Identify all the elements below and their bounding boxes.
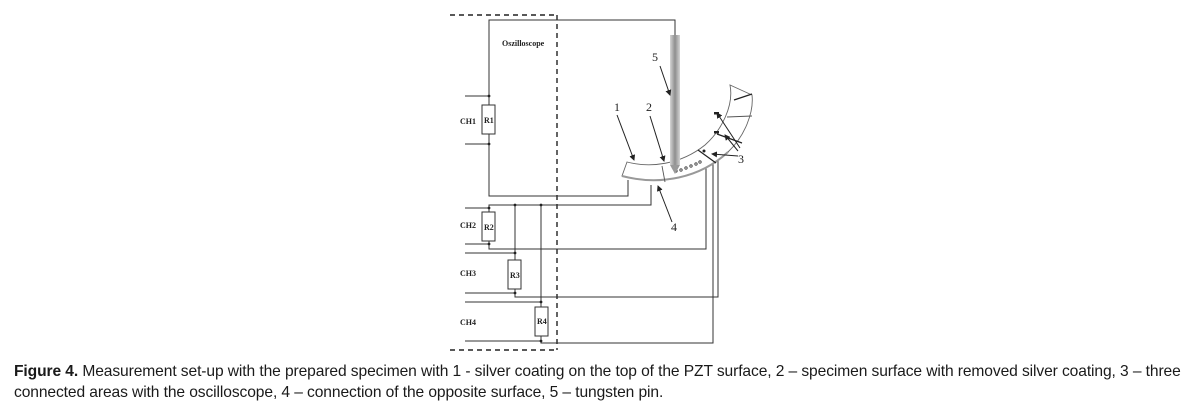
callout-3: 3 [738, 152, 744, 166]
callout-4: 4 [671, 220, 677, 234]
channel-label-ch4: CH4 [460, 318, 476, 327]
figure-label: Figure 4. [14, 363, 79, 380]
figure-caption: Figure 4. Measurement set-up with the pr… [14, 361, 1189, 403]
circuit-wires [465, 19, 719, 344]
oscilloscope-label: Oszilloscope [502, 39, 545, 48]
svg-text:R4: R4 [537, 317, 547, 326]
oscilloscope-boundary [450, 14, 558, 351]
channel-label-ch2: CH2 [460, 221, 476, 230]
resistor-r2: R2 [481, 211, 496, 242]
channel-label-ch3: CH3 [460, 269, 476, 278]
callout-2: 2 [646, 100, 652, 114]
callout-5: 5 [652, 50, 658, 64]
tungsten-pin [670, 35, 680, 165]
caption-text: Measurement set-up with the prepared spe… [14, 363, 1181, 401]
measurement-setup-diagram: Oszilloscope R1 R2 R3 [450, 14, 753, 351]
tungsten-pin-tip [670, 165, 680, 174]
svg-text:R1: R1 [484, 116, 494, 125]
resistor-r1: R1 [481, 104, 496, 135]
svg-text:R3: R3 [510, 271, 520, 280]
callout-1: 1 [614, 100, 620, 114]
junction-dots [487, 94, 543, 343]
callouts [616, 65, 741, 223]
channel-label-ch1: CH1 [460, 117, 476, 126]
svg-text:R2: R2 [484, 223, 494, 232]
resistor-r3: R3 [507, 259, 522, 290]
resistor-r4: R4 [534, 306, 549, 337]
